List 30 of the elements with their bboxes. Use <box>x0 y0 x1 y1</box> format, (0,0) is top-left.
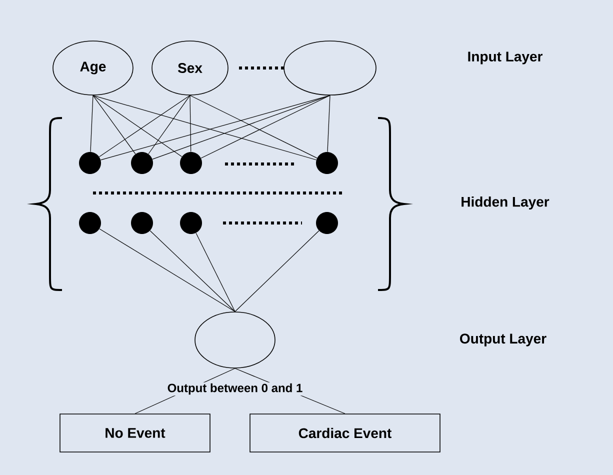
output-node <box>194 312 276 368</box>
layer-label: Output Layer <box>458 332 548 348</box>
hidden-neuron <box>79 212 101 234</box>
hidden-neuron <box>131 152 153 174</box>
layer-label: Hidden Layer <box>460 195 550 211</box>
hidden-neuron <box>180 212 202 234</box>
input-node: Sex <box>152 40 228 96</box>
connection-line <box>190 95 318 158</box>
connection-line <box>150 230 236 312</box>
connection-line <box>152 95 330 160</box>
connection-line <box>99 228 236 312</box>
connection-line <box>92 95 136 154</box>
hidden-neuron <box>316 152 338 174</box>
outcome-box: Cardiac Event <box>250 414 440 452</box>
connection-line <box>90 95 94 152</box>
layer-label: Input Layer <box>466 50 544 66</box>
output-note: Output between 0 and 1 <box>166 382 304 396</box>
hidden-neuron <box>180 152 202 174</box>
hidden-neuron <box>79 152 101 174</box>
hidden-neuron <box>131 212 153 234</box>
hidden-neuron <box>316 212 338 234</box>
connection-line <box>190 95 192 152</box>
connection-line <box>327 95 330 152</box>
connection-line <box>200 95 330 158</box>
input-node: Age <box>52 40 134 96</box>
outcome-box: No Event <box>60 414 210 452</box>
connection-line <box>148 95 190 154</box>
connection-line <box>196 232 236 312</box>
connection-line <box>234 230 320 312</box>
input-node <box>284 40 376 96</box>
